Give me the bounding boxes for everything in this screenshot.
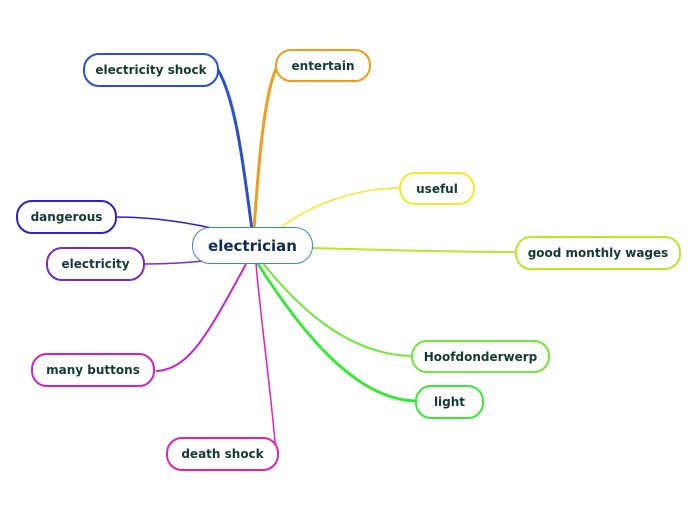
branch-electricity[interactable]: electricity — [46, 247, 145, 281]
branch-hoofdonderwerp[interactable]: Hoofdonderwerp — [411, 340, 550, 373]
branch-label: good monthly wages — [527, 246, 669, 260]
branch-label: useful — [416, 181, 458, 196]
branch-useful[interactable]: useful — [399, 172, 475, 205]
branch-label: entertain — [291, 58, 355, 73]
central-topic[interactable]: electrician — [192, 227, 313, 264]
link-entertain — [252, 63, 280, 232]
link-death-shock — [255, 263, 277, 455]
branch-many-buttons[interactable]: many buttons — [31, 353, 155, 387]
branch-label: light — [433, 395, 466, 409]
branch-label: death shock — [181, 447, 264, 461]
branch-light[interactable]: light — [415, 385, 484, 419]
branch-electricity-shock[interactable]: electricity shock — [83, 53, 219, 87]
branch-dangerous[interactable]: dangerous — [16, 200, 117, 234]
link-many-buttons — [155, 263, 247, 372]
link-electricity-shock — [216, 68, 254, 232]
branch-label: many buttons — [46, 363, 140, 377]
branch-good-monthly-wages[interactable]: good monthly wages — [515, 236, 681, 270]
branch-label: Hoofdonderwerp — [423, 349, 538, 364]
link-light — [256, 262, 418, 403]
branch-entertain[interactable]: entertain — [275, 49, 371, 82]
link-hoofdonderwerp — [261, 261, 413, 357]
branch-death-shock[interactable]: death shock — [166, 437, 279, 471]
link-good-monthly-wages — [311, 247, 517, 253]
branch-label: electricity — [61, 257, 130, 271]
branch-label: electricity shock — [95, 63, 207, 77]
branch-label: dangerous — [30, 210, 103, 224]
link-useful — [279, 187, 401, 229]
central-topic-label: electrician — [208, 236, 297, 255]
